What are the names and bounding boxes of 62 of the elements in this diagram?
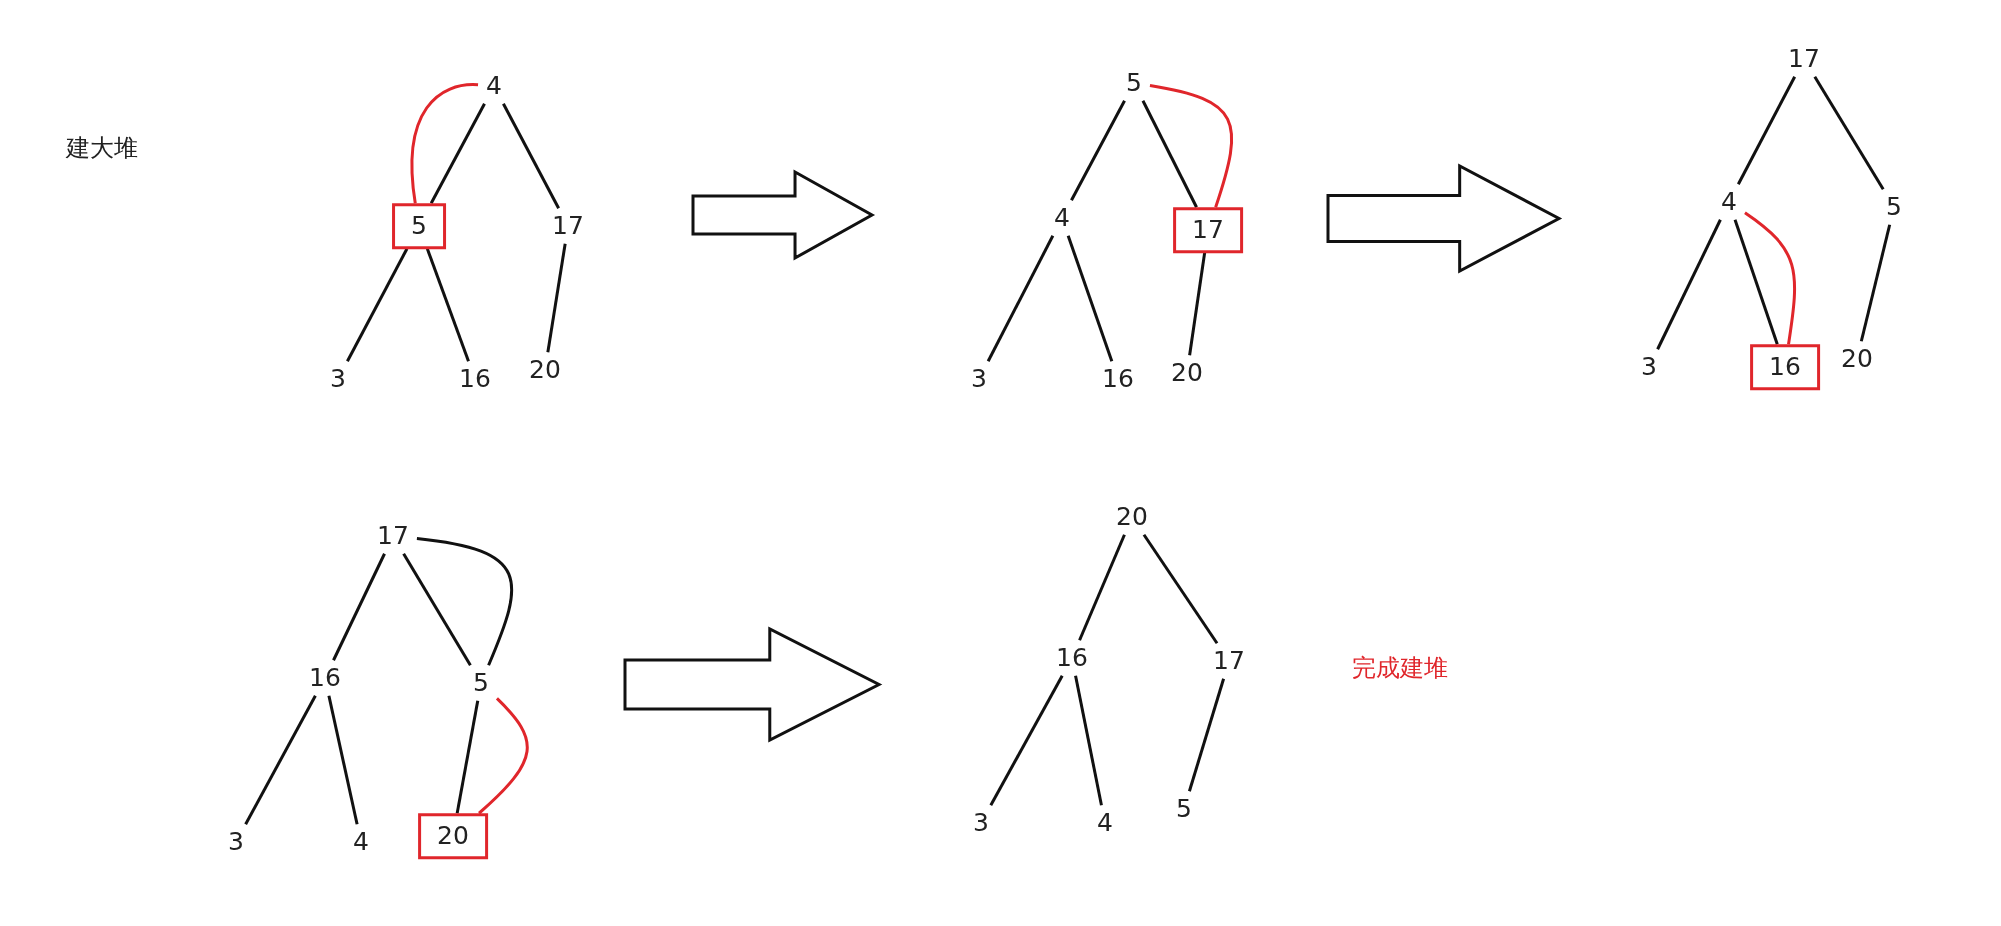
number-label: 5 (1118, 65, 1150, 101)
number-label: 3 (965, 805, 997, 841)
tree-line (1188, 252, 1207, 356)
number-label: 17 (1205, 643, 1253, 679)
tree-line (429, 103, 486, 204)
tree-line (1070, 100, 1126, 201)
swap-curve (1744, 211, 1797, 345)
number-label: 17 (544, 208, 592, 244)
number-label: 3 (322, 361, 354, 397)
number-label: 17 (369, 518, 417, 554)
number-label: 16 (451, 361, 499, 397)
tree-line (989, 675, 1064, 806)
number-label: 20 (1163, 355, 1211, 391)
number-label: 5 (1878, 189, 1910, 225)
tree-line (1187, 678, 1226, 792)
number-label: 3 (220, 824, 252, 860)
swap-curve (1149, 84, 1234, 208)
number-label: 20 (1108, 499, 1156, 535)
number-label: 4 (345, 824, 377, 860)
tree-line (402, 553, 472, 666)
number-label: 5 (465, 665, 497, 701)
tree-line (1074, 675, 1103, 806)
tree-line (1142, 533, 1219, 645)
highlighted-number-box: 16 (1750, 344, 1820, 390)
highlighted-number-box: 17 (1173, 207, 1243, 253)
number-label: 3 (1633, 349, 1665, 385)
highlighted-number-box: 5 (392, 203, 446, 249)
number-label: 4 (1089, 805, 1121, 841)
number-label: 3 (963, 361, 995, 397)
number-label: 4 (1713, 184, 1745, 220)
number-label: 4 (1046, 200, 1078, 236)
tree-line (1813, 75, 1885, 191)
number-label: 4 (478, 68, 510, 104)
swap-curve (416, 536, 513, 666)
heading-text: 建大堆 (66, 133, 138, 164)
tree-line (986, 235, 1055, 362)
number-label: 16 (1048, 640, 1096, 676)
swap-curve (478, 697, 529, 815)
tree-line (425, 248, 470, 362)
tree-line (546, 243, 567, 353)
tree-line (1859, 224, 1892, 342)
tree-line (1141, 100, 1198, 208)
tree-line (502, 103, 560, 209)
tree-line (332, 553, 386, 661)
number-label: 16 (301, 660, 349, 696)
status-note: 完成建堆 (1352, 653, 1448, 684)
tree-line (327, 695, 359, 825)
tree-line (455, 700, 480, 814)
number-label: 5 (1168, 791, 1200, 827)
tree-line (1656, 219, 1722, 350)
swap-curve (410, 83, 479, 204)
tree-line (1078, 534, 1126, 641)
number-label: 20 (521, 352, 569, 388)
tree-line (1066, 235, 1114, 362)
highlighted-number-box: 20 (418, 813, 488, 859)
tree-line (1733, 219, 1779, 345)
tree-line (346, 248, 409, 362)
number-label: 17 (1780, 41, 1828, 77)
number-label: 20 (1833, 341, 1881, 377)
tree-line (244, 695, 317, 825)
tree-line (1737, 76, 1796, 185)
number-label: 16 (1094, 361, 1142, 397)
